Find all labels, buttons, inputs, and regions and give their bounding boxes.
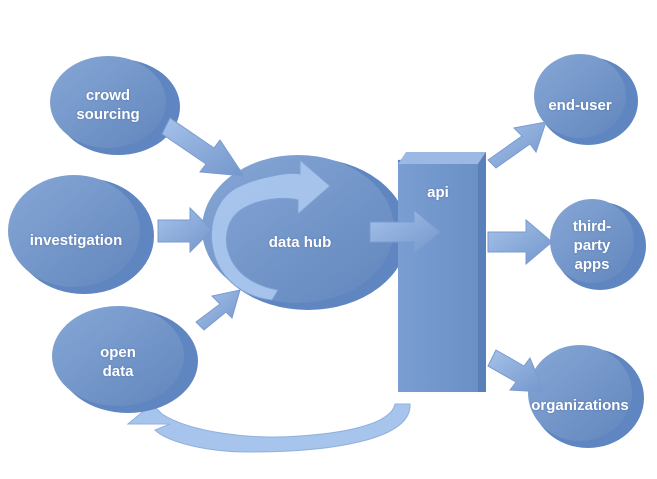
organizations-node <box>528 345 644 448</box>
organizations-label: organizations <box>531 397 629 414</box>
api-label: api <box>427 184 449 201</box>
arrow-api-to-organizations <box>487 349 545 393</box>
arrow-api-to-end-user <box>487 121 547 169</box>
arrow-crowd-to-hub <box>161 117 245 177</box>
end-user-node <box>534 54 638 145</box>
third-party-apps-label: third- party apps <box>572 218 612 273</box>
data-hub-label: data hub <box>268 234 332 251</box>
investigation-node <box>8 175 154 294</box>
data-hub-cycle-arrow <box>211 158 331 301</box>
open-data-label: open data <box>100 344 136 380</box>
arrow-investigation-to-hub <box>157 206 213 254</box>
arrow-api-to-third-party <box>487 218 553 266</box>
crowd-sourcing-node <box>50 56 180 155</box>
arrow-opendata-to-hub <box>195 289 241 331</box>
arrow-hub-to-api <box>369 208 441 256</box>
third-party-apps-node <box>550 199 646 290</box>
return-curved-arrow <box>126 403 411 453</box>
crowd-sourcing-label: crowd sourcing <box>76 87 140 123</box>
investigation-label: investigation <box>29 232 123 249</box>
end-user-label: end-user <box>548 97 612 114</box>
open-data-node <box>52 306 198 413</box>
api-bar <box>398 152 486 392</box>
